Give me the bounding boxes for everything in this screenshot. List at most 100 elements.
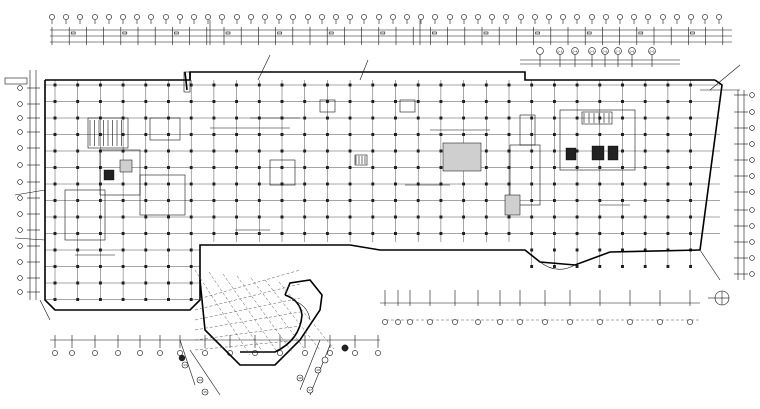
column xyxy=(439,83,443,87)
column xyxy=(371,133,375,136)
axis-tag: 15 xyxy=(203,390,207,394)
grid-bubble xyxy=(17,211,23,217)
column xyxy=(484,100,488,103)
column xyxy=(621,133,624,136)
dimension-text-mark xyxy=(535,31,540,35)
column xyxy=(189,215,193,219)
column xyxy=(348,149,352,153)
column xyxy=(167,281,170,285)
column xyxy=(189,83,193,87)
column xyxy=(53,116,57,120)
east-wall xyxy=(699,79,723,251)
stair-core xyxy=(87,117,129,149)
grid-bubble xyxy=(17,243,23,249)
column xyxy=(462,232,465,235)
curved-wall xyxy=(240,294,303,353)
axis-tag: 14 xyxy=(198,378,202,382)
grid-bubble xyxy=(497,319,503,325)
column xyxy=(416,100,420,103)
axis-tag: 0-3 xyxy=(558,50,563,54)
column xyxy=(76,100,80,103)
column xyxy=(303,149,307,153)
column xyxy=(643,149,647,153)
north-wall xyxy=(45,71,715,81)
grid-bubble xyxy=(645,14,651,20)
grid-bubble xyxy=(219,14,225,20)
angled-dimension xyxy=(14,189,46,196)
axis-tag: 0-8 xyxy=(630,50,635,54)
elevator-shaft xyxy=(591,145,605,161)
column xyxy=(121,298,125,301)
column xyxy=(575,215,579,219)
grid-bubble xyxy=(177,14,183,20)
column xyxy=(144,182,148,186)
grid-bubble xyxy=(361,14,367,20)
angled-grid-line xyxy=(236,275,293,353)
wall-segment xyxy=(184,71,188,91)
column xyxy=(553,133,556,136)
grid-bubble xyxy=(657,319,663,325)
column xyxy=(598,232,602,235)
angled-dimension xyxy=(14,237,46,241)
column xyxy=(257,133,261,136)
room xyxy=(269,159,296,186)
room xyxy=(319,99,336,113)
angled-dimension xyxy=(699,249,721,281)
column xyxy=(575,100,579,103)
angled-dimension xyxy=(299,339,321,391)
column xyxy=(666,149,670,153)
column xyxy=(598,100,602,103)
column xyxy=(144,215,148,219)
column xyxy=(553,100,556,103)
column xyxy=(257,83,261,87)
column xyxy=(439,133,443,136)
column xyxy=(643,166,647,169)
column xyxy=(689,199,693,202)
column xyxy=(257,182,261,186)
column xyxy=(394,149,397,153)
column xyxy=(621,182,624,186)
column xyxy=(394,182,397,186)
column xyxy=(98,83,102,87)
column xyxy=(416,116,420,120)
column xyxy=(326,215,329,219)
grid-bubble xyxy=(157,350,163,356)
grid-bubble xyxy=(660,14,666,20)
room xyxy=(64,189,106,241)
north-arrow-icon xyxy=(708,290,730,306)
elevator-shaft xyxy=(607,145,619,161)
column xyxy=(235,182,238,186)
column xyxy=(575,83,579,87)
column xyxy=(189,100,193,103)
column xyxy=(553,215,556,219)
column xyxy=(144,298,148,301)
column xyxy=(167,83,170,87)
column xyxy=(144,199,148,202)
column xyxy=(575,149,579,153)
column xyxy=(394,133,397,136)
column xyxy=(348,215,352,219)
column xyxy=(348,182,352,186)
grid-bubble xyxy=(517,319,523,325)
column xyxy=(76,116,80,120)
column xyxy=(98,298,102,301)
column xyxy=(621,232,624,235)
column xyxy=(326,182,329,186)
angled-grid-line xyxy=(194,297,301,321)
axis-tag: 18 xyxy=(316,368,320,372)
column xyxy=(689,116,693,120)
grid-bubble xyxy=(306,386,314,394)
column xyxy=(666,100,670,103)
column xyxy=(167,298,170,301)
column xyxy=(666,265,670,268)
column xyxy=(121,265,125,268)
column xyxy=(530,215,534,219)
column xyxy=(167,232,170,235)
column xyxy=(235,199,238,202)
angled-wing xyxy=(14,54,741,396)
column xyxy=(76,133,80,136)
column xyxy=(530,149,534,153)
column xyxy=(666,182,670,186)
column xyxy=(235,133,238,136)
column xyxy=(530,232,534,235)
